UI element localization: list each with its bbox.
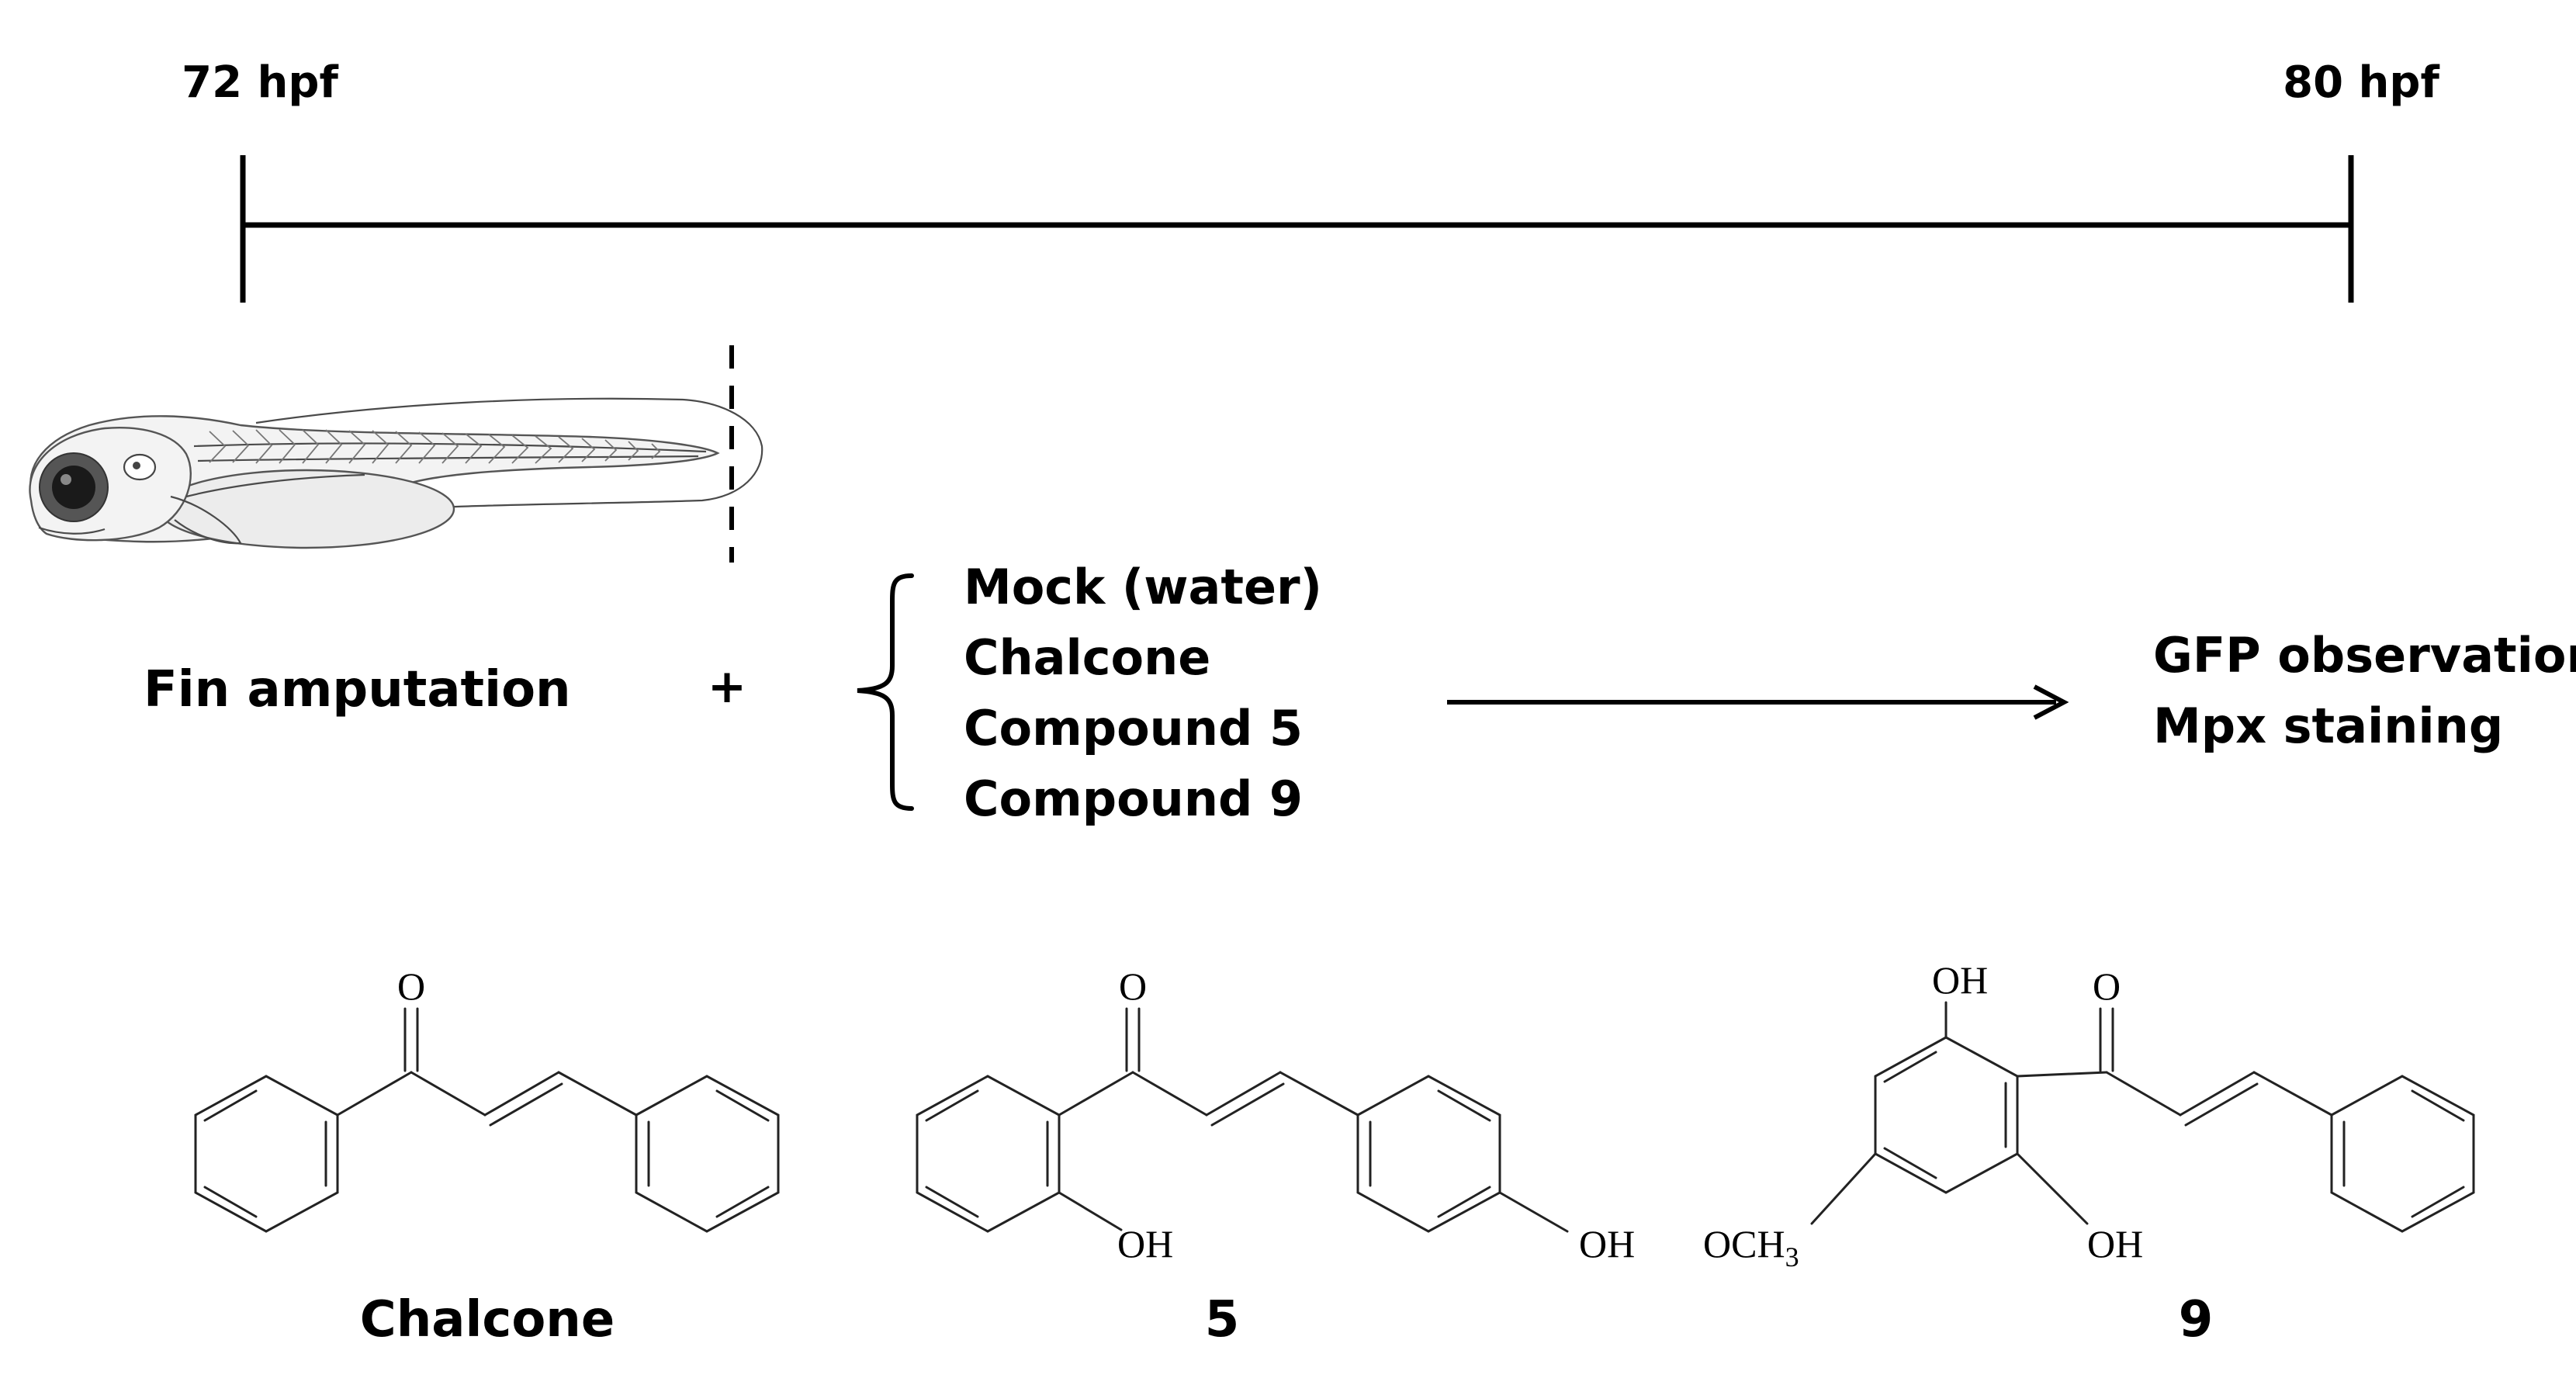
benzene-ring: [1356, 1075, 1501, 1233]
benzene-ring: [194, 1075, 339, 1233]
chemical-structures: O Chalcone O OH OH: [194, 958, 2475, 1349]
treatment-brace: [857, 573, 914, 811]
atom-label: OH: [2087, 1222, 2143, 1266]
benzene-ring: [1874, 1036, 2019, 1194]
atom-label: OH: [1579, 1222, 1635, 1266]
fin-amputation-label: Fin amputation: [144, 661, 571, 718]
fish-somites: [209, 429, 661, 464]
structure-compound-9: [1810, 1001, 2475, 1233]
treatment-item: Compound 5: [964, 700, 1303, 757]
outcome-item: GFP observation: [2153, 627, 2576, 684]
atom-label: O: [2093, 964, 2121, 1008]
structure-chalcone: [194, 1007, 780, 1233]
structure-name-compound-5: 5: [1205, 1291, 1240, 1349]
benzene-ring: [635, 1075, 780, 1233]
structure-name-compound-9: 9: [2179, 1291, 2214, 1349]
treatment-list: Mock (water) Chalcone Compound 5 Compoun…: [964, 559, 1322, 827]
structure-name-chalcone: Chalcone: [360, 1291, 615, 1349]
methoxy-text: OCH: [1703, 1222, 1785, 1266]
benzene-ring: [2330, 1075, 2475, 1233]
atom-label: O: [1119, 964, 1147, 1008]
timeline: 72 hpf 80 hpf: [182, 57, 2440, 303]
fish-eye-inner: [52, 466, 95, 509]
plus-sign: +: [708, 660, 746, 714]
process-arrow: [1447, 684, 2069, 720]
outcome-item: Mpx staining: [2153, 698, 2503, 754]
timeline-end-label: 80 hpf: [2283, 57, 2439, 108]
fish-eye-highlight: [61, 474, 71, 485]
atom-label: OH: [1932, 958, 1988, 1002]
atom-label: OH: [1117, 1222, 1173, 1266]
atom-label: O: [397, 964, 425, 1008]
treatment-item: Compound 9: [964, 770, 1303, 827]
methoxy-label: OCH3: [1703, 1222, 1799, 1272]
timeline-start-label: 72 hpf: [182, 57, 338, 108]
zebrafish-larva-illustration: [29, 397, 763, 549]
structure-compound-5: [916, 1007, 1569, 1233]
benzene-ring: [916, 1075, 1061, 1233]
outcome-list: GFP observation Mpx staining: [2153, 627, 2576, 754]
treatment-item: Chalcone: [964, 629, 1210, 686]
treatment-item: Mock (water): [964, 559, 1322, 615]
methoxy-subscript: 3: [1785, 1241, 1799, 1272]
